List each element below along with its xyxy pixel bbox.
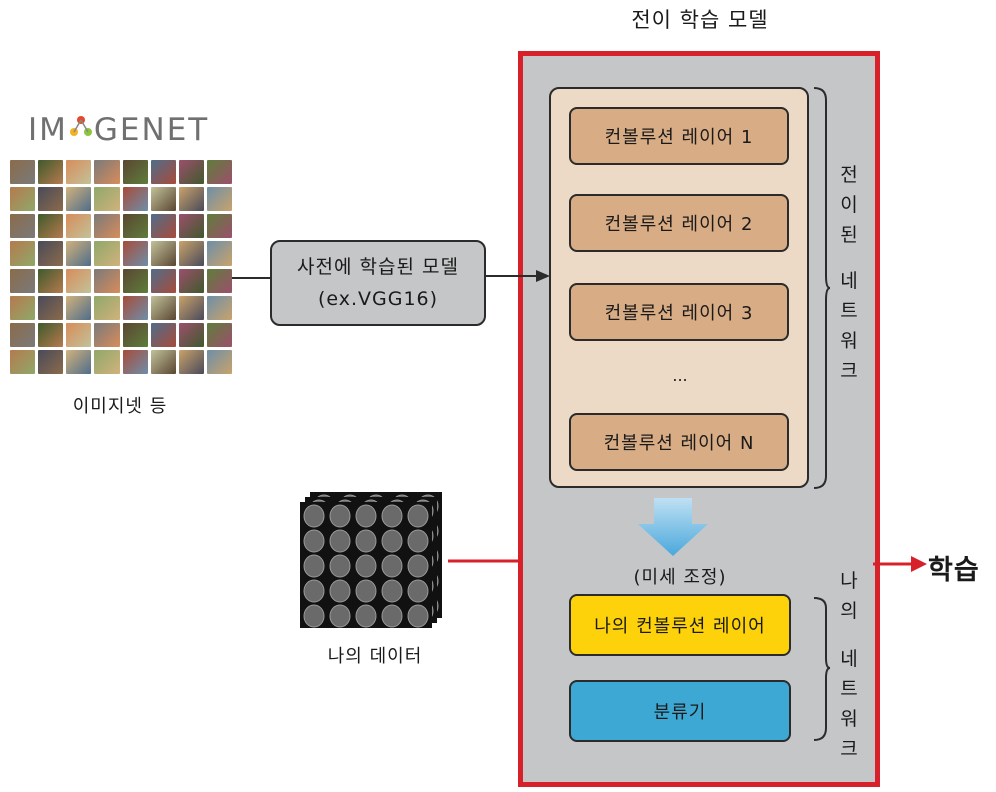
learn-label: 학습 — [928, 555, 980, 586]
photo-thumbnail — [178, 187, 204, 212]
photo-thumbnail — [150, 268, 176, 293]
conv-layer-n: 컨볼루션 레이어 N — [569, 413, 789, 471]
photo-thumbnail — [206, 187, 232, 212]
my-network-label: 나 의 네 트 워 크 — [840, 570, 858, 760]
pretrained-brace — [813, 87, 831, 489]
photo-thumbnail — [178, 160, 204, 185]
photo-thumbnail — [10, 160, 36, 185]
photo-thumbnail — [66, 322, 92, 347]
photo-thumbnail — [10, 187, 36, 212]
photo-thumbnail — [206, 322, 232, 347]
pretrained-network-label: 전 이 된 네 트 워 크 — [840, 164, 858, 382]
diagram-title: 전이 학습 모델 — [631, 8, 769, 32]
photo-thumbnail — [38, 322, 64, 347]
photo-thumbnail — [206, 268, 232, 293]
photo-thumbnail — [178, 295, 204, 320]
photo-thumbnail — [94, 187, 120, 212]
photo-thumbnail — [38, 187, 64, 212]
imagenet-connector — [232, 277, 272, 279]
photo-thumbnail — [150, 241, 176, 266]
photo-thumbnail — [150, 322, 176, 347]
photo-thumbnail — [94, 160, 120, 185]
photo-thumbnail — [122, 187, 148, 212]
photo-thumbnail — [122, 160, 148, 185]
learn-arrow — [873, 556, 927, 572]
conv-layer-3: 컨볼루션 레이어 3 — [569, 283, 789, 341]
photo-thumbnail — [66, 214, 92, 239]
pretrained-model-name: 사전에 학습된 모델 — [297, 256, 459, 278]
conv-layer-1: 컨볼루션 레이어 1 — [569, 107, 789, 165]
photo-thumbnail — [94, 295, 120, 320]
photo-thumbnail — [38, 349, 64, 374]
photo-thumbnail — [66, 187, 92, 212]
my-conv-layer: 나의 컨볼루션 레이어 — [569, 594, 791, 656]
photo-thumbnail — [178, 214, 204, 239]
photo-thumbnail — [150, 214, 176, 239]
photo-thumbnail — [206, 295, 232, 320]
photo-thumbnail — [66, 241, 92, 266]
photo-thumbnail — [38, 295, 64, 320]
photo-thumbnail — [178, 268, 204, 293]
imagenet-logo: IM GENET — [28, 112, 210, 148]
photo-thumbnail — [66, 160, 92, 185]
photo-thumbnail — [10, 268, 36, 293]
photo-thumbnail — [94, 268, 120, 293]
photo-thumbnail — [66, 268, 92, 293]
photo-thumbnail — [122, 349, 148, 374]
classifier-box: 분류기 — [569, 680, 791, 742]
photo-thumbnail — [178, 322, 204, 347]
pretrained-to-model-arrow — [486, 270, 550, 282]
my-network-brace — [813, 597, 831, 741]
photo-thumbnail — [38, 160, 64, 185]
fine-tune-label: (미세 조정) — [633, 567, 727, 588]
photo-thumbnail — [122, 268, 148, 293]
photo-thumbnail — [94, 349, 120, 374]
photo-thumbnail — [10, 349, 36, 374]
photo-thumbnail — [10, 241, 36, 266]
photo-thumbnail — [206, 214, 232, 239]
photo-thumbnail — [66, 349, 92, 374]
photo-thumbnail — [122, 214, 148, 239]
photo-thumbnail — [206, 241, 232, 266]
fine-tune-down-arrow — [638, 498, 708, 556]
photo-thumbnail — [178, 349, 204, 374]
photo-thumbnail — [38, 214, 64, 239]
photo-thumbnail — [122, 295, 148, 320]
photo-thumbnail — [94, 322, 120, 347]
photo-thumbnail — [150, 349, 176, 374]
photo-thumbnail — [122, 241, 148, 266]
photo-thumbnail — [10, 295, 36, 320]
photo-thumbnail — [94, 214, 120, 239]
photo-thumbnail — [38, 241, 64, 266]
photo-thumbnail — [66, 295, 92, 320]
photo-thumbnail — [94, 241, 120, 266]
photo-thumbnail — [206, 349, 232, 374]
pretrained-model-example: (ex.VGG16) — [317, 288, 439, 310]
my-data-caption: 나의 데이터 — [327, 646, 423, 667]
photo-thumbnail — [150, 187, 176, 212]
imagenet-logo-mark — [69, 116, 92, 136]
photo-thumbnail — [10, 322, 36, 347]
photo-thumbnail — [150, 295, 176, 320]
layers-ellipsis: ... — [672, 366, 688, 385]
conv-layer-2: 컨볼루션 레이어 2 — [569, 194, 789, 252]
my-data-image-stack — [300, 492, 442, 628]
imagenet-photo-grid — [10, 160, 232, 374]
pretrained-model-box: 사전에 학습된 모델 (ex.VGG16) — [270, 240, 486, 326]
photo-thumbnail — [38, 268, 64, 293]
my-data-connector — [448, 559, 520, 563]
photo-thumbnail — [206, 160, 232, 185]
photo-thumbnail — [178, 241, 204, 266]
photo-thumbnail — [122, 322, 148, 347]
photo-thumbnail — [10, 214, 36, 239]
imagenet-caption: 이미지넷 등 — [72, 396, 168, 417]
photo-thumbnail — [150, 160, 176, 185]
